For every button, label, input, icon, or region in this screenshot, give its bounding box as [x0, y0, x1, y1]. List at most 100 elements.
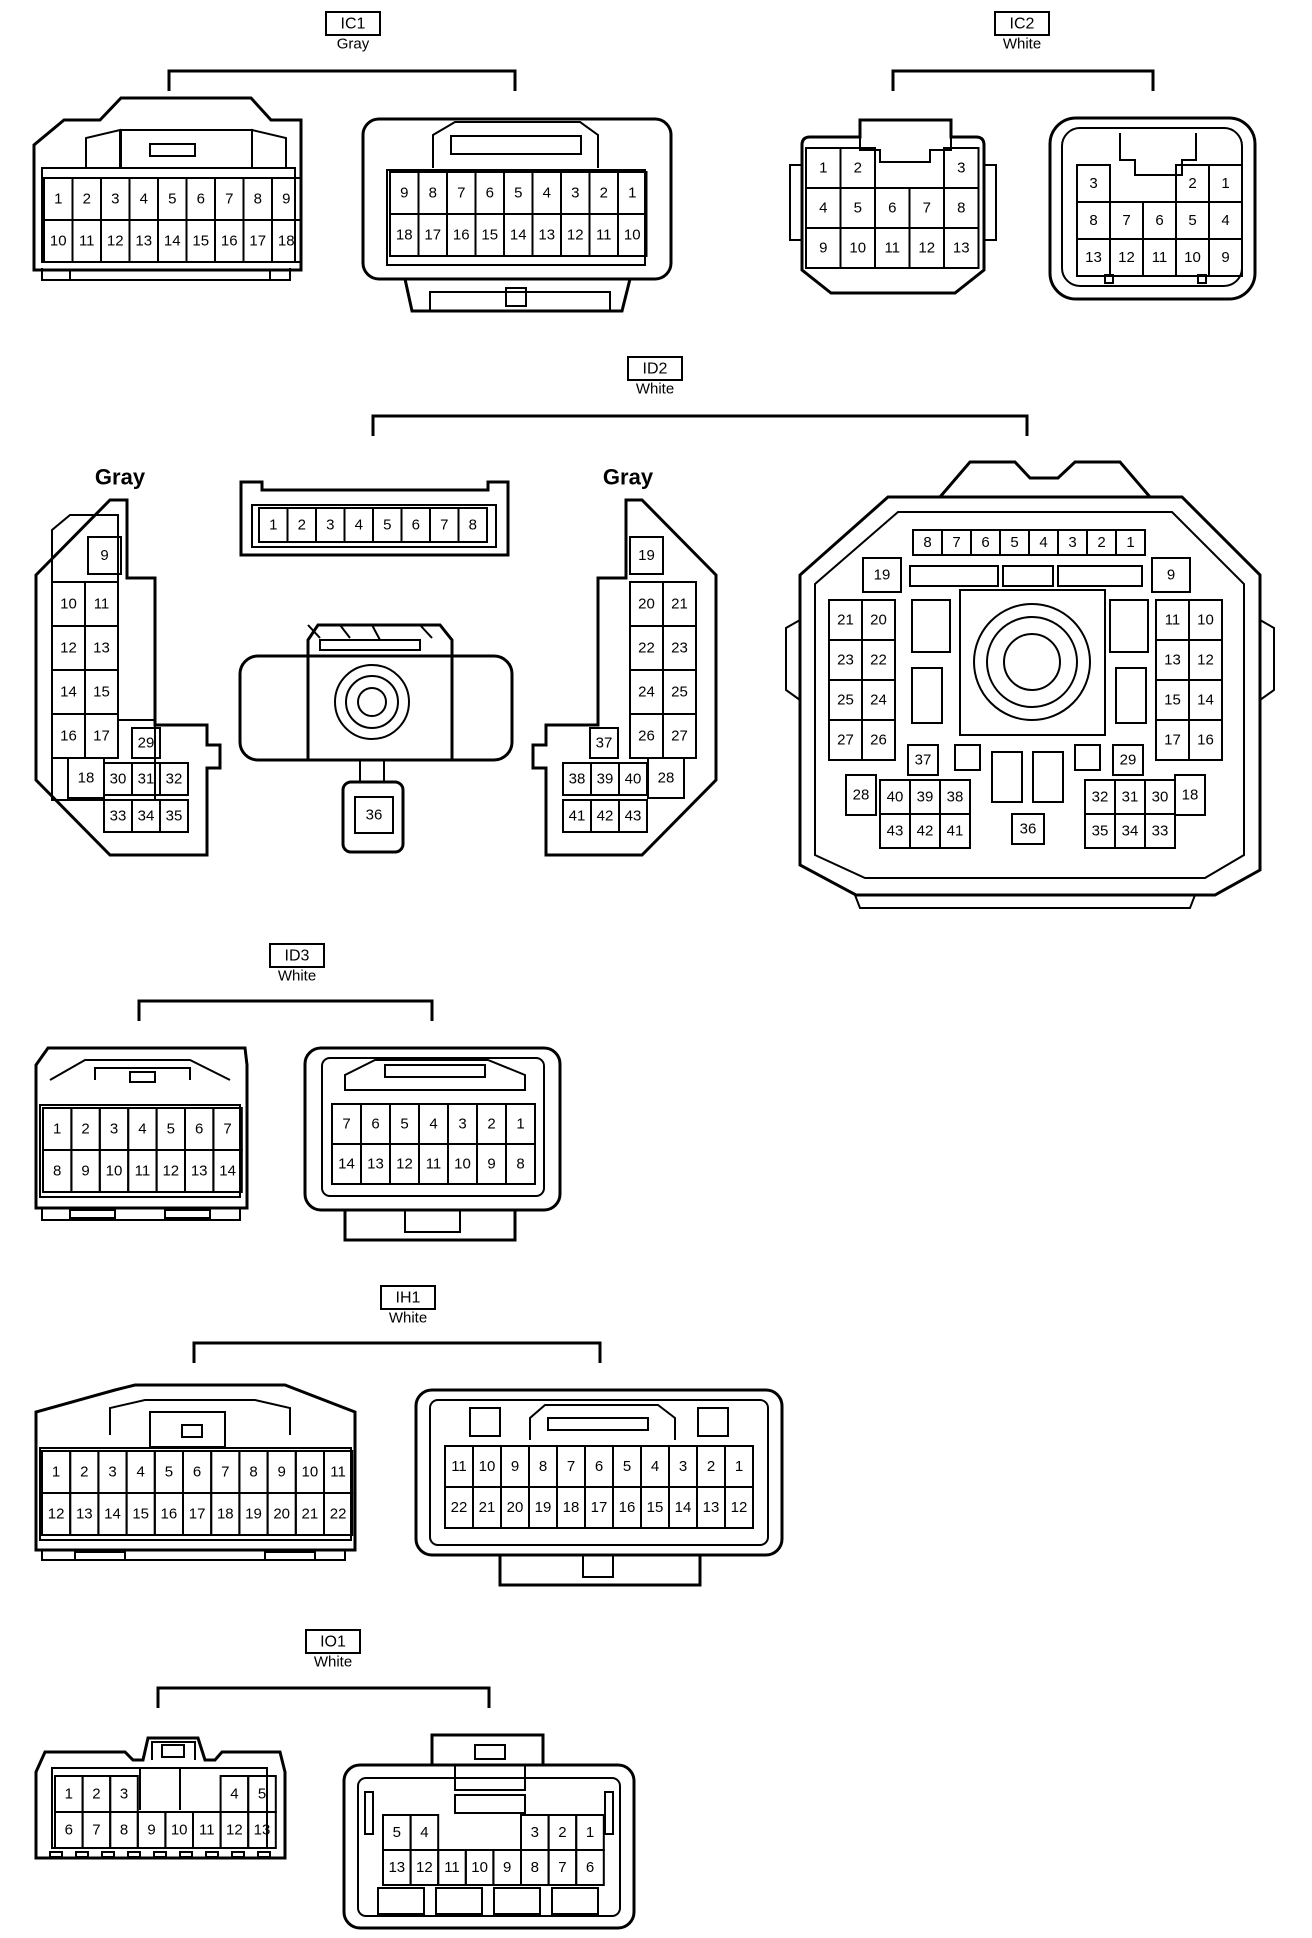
pin-number: 4 [137, 1464, 145, 1481]
pin-cell: 1 [575, 1814, 605, 1851]
pin-cell: 22 [444, 1486, 474, 1529]
pin-cell: 10 [98, 1149, 130, 1193]
socket-ring [973, 603, 1091, 721]
pin-number: 9 [282, 191, 290, 208]
pin-box [845, 774, 877, 816]
pin-number: 2 [80, 1464, 88, 1481]
pin-number: 10 [50, 233, 67, 250]
pin-number: 11 [135, 1163, 151, 1180]
pin-cell: 12 [389, 1143, 420, 1185]
pin-number: 1 [1221, 175, 1229, 192]
pin-number: 37 [915, 752, 932, 769]
pin-cell: 23 [828, 639, 863, 681]
pin-number: 9 [1221, 249, 1229, 266]
pin-cell: 28 [845, 774, 877, 816]
pin-number: 10 [471, 1859, 488, 1876]
pin-cell: 6 [970, 529, 1001, 556]
pin-number: 32 [1092, 789, 1109, 806]
latch-tab [161, 1744, 185, 1758]
pin-cell: 10 [51, 581, 86, 627]
pin-cell: 3 [447, 1103, 478, 1145]
pin-number: 1 [516, 1116, 524, 1133]
pin-number: 12 [567, 227, 584, 244]
pin-number: 11 [596, 227, 612, 244]
pin-number: 34 [138, 808, 155, 825]
pin-cell: 40 [618, 762, 648, 796]
pin-cell: 11 [84, 581, 119, 627]
pin-number: 20 [870, 612, 887, 629]
pin-cell: 42 [909, 813, 941, 849]
pin-number: 5 [623, 1458, 631, 1475]
pin-number: 6 [486, 185, 494, 202]
pin-number: 36 [366, 807, 383, 824]
latch-window [450, 135, 582, 155]
pin-number: 20 [507, 1499, 524, 1516]
connector-id: IO1 [320, 1634, 346, 1651]
pin-number: 30 [110, 771, 127, 788]
pin-cell: 1 [42, 1107, 73, 1151]
pin-number: 8 [53, 1163, 61, 1180]
pin-cell: 4 [125, 1450, 156, 1494]
pin-number: 1 [628, 185, 636, 202]
pin-cell: 8 [238, 1450, 269, 1494]
bottom-contact [231, 1851, 245, 1858]
pin-cell: 4 [409, 1814, 440, 1851]
connector-outline [531, 498, 718, 857]
base-tab [74, 1551, 126, 1561]
pin-cell: 18 [389, 213, 420, 257]
pin-cell: 12 [724, 1486, 754, 1529]
pin-number: 5 [168, 191, 176, 208]
center-socket [959, 589, 1106, 736]
gray-label: Gray [603, 465, 654, 490]
pin-number: 9 [81, 1163, 89, 1180]
pin-number: 12 [107, 233, 124, 250]
pin-cell: 14 [212, 1149, 243, 1193]
pin-cell: 10 [1175, 238, 1210, 277]
pin-number: 14 [104, 1506, 121, 1523]
pin-cell: 3 [315, 507, 346, 543]
pin-frame [251, 504, 497, 548]
pin-number: 10 [1197, 612, 1214, 629]
pin-number: 14 [164, 233, 181, 250]
pin-number: 27 [671, 728, 688, 745]
connector-outline [34, 1736, 287, 1860]
gray-label: Gray [95, 465, 146, 490]
pin-box [159, 762, 189, 796]
pin-number: 5 [854, 200, 862, 217]
pin-number: 11 [444, 1859, 460, 1876]
pin-box [247, 1811, 277, 1849]
pin-box [87, 536, 122, 575]
pin-cell: 4 [531, 171, 562, 215]
pin-cell: 16 [153, 1492, 185, 1536]
pin-number: 16 [221, 233, 238, 250]
pin-number: 2 [92, 1786, 100, 1803]
pin-cell: 23 [662, 625, 697, 671]
pin-cell: 15 [474, 213, 505, 257]
connector-outline [800, 118, 986, 295]
pin-cell: 16 [612, 1486, 642, 1529]
pin-box [1151, 557, 1191, 593]
pin-number: 12 [1197, 652, 1214, 669]
pin-number: 6 [65, 1822, 73, 1839]
pin-cell: 4 [128, 177, 159, 221]
pin-cell: 8 [943, 187, 980, 229]
pin-number: 6 [981, 534, 989, 551]
pin-number: 2 [707, 1458, 715, 1475]
pin-number: 40 [625, 771, 642, 788]
pin-cell: 4 [418, 1103, 449, 1145]
pin-number: 11 [94, 596, 110, 613]
base [41, 268, 291, 281]
pin-number: 9 [147, 1822, 155, 1839]
pin-box [907, 744, 939, 776]
pin-number: 12 [396, 1156, 413, 1173]
pin-number: 10 [60, 596, 77, 613]
pin-cell: 5 [612, 1445, 642, 1488]
pin-number: 2 [854, 160, 862, 177]
pin-number: 39 [917, 789, 934, 806]
pin-cell: 2 [69, 1450, 100, 1494]
pin-cell: 10 [164, 1811, 194, 1849]
pin-cell: 11 [437, 1849, 467, 1886]
pin-box [1112, 744, 1144, 776]
